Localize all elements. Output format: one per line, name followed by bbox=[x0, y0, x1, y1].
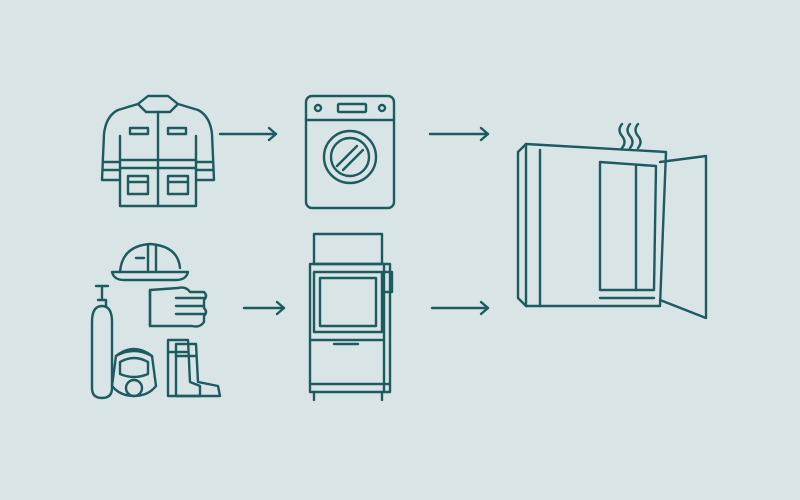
arrow-right-icon bbox=[218, 126, 278, 142]
protective-equipment-icon bbox=[90, 242, 222, 400]
arrow-right-icon bbox=[242, 300, 286, 316]
washing-machine-icon bbox=[304, 94, 396, 210]
equipment-washer-icon bbox=[308, 232, 394, 402]
arrow-right-icon bbox=[428, 126, 490, 142]
turnout-jacket-icon bbox=[100, 94, 216, 208]
arrow-right-icon bbox=[430, 300, 490, 316]
drying-cabinet-icon bbox=[516, 122, 708, 320]
